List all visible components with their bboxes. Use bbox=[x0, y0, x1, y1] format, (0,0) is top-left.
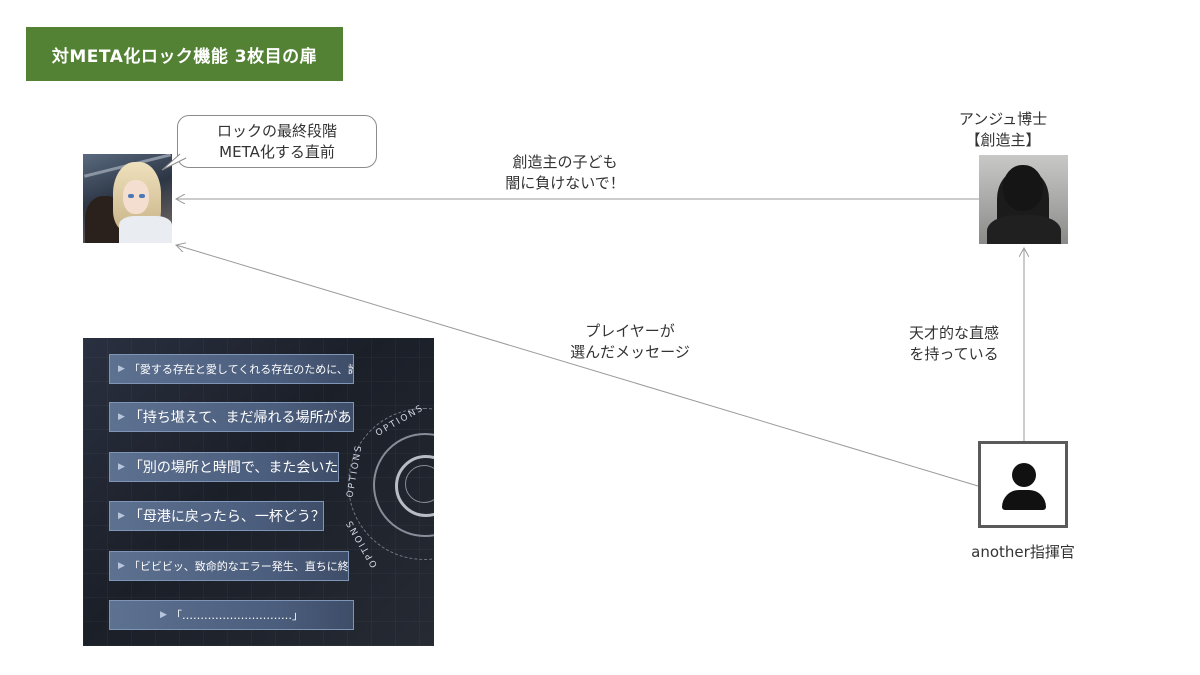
commander-node bbox=[978, 441, 1068, 528]
doctor-role: 【創造主】 bbox=[965, 131, 1041, 149]
option-label: 「持ち堪えて、まだ帰れる場所があるから」 bbox=[128, 410, 353, 426]
edge-label-line: 選んだメッセージ bbox=[570, 343, 690, 361]
bubble-line-2: META化する直前 bbox=[219, 142, 335, 161]
option-item[interactable]: ▶「…………………………」 bbox=[109, 600, 354, 630]
edge-label-line: 天才的な直感 bbox=[908, 324, 999, 342]
bubble-tail bbox=[161, 153, 187, 171]
option-item[interactable]: ▶「別の場所と時間で、また会いたい」 bbox=[109, 452, 339, 482]
doctor-portrait bbox=[979, 155, 1068, 244]
edge-label-doctor-heroine: 創造主の子ども 闇に負けないで！ bbox=[480, 152, 650, 194]
edge-label-line: 闇に負けないで！ bbox=[505, 174, 625, 192]
edge-label-line: を持っている bbox=[909, 345, 999, 363]
bubble-line-1: ロックの最終段階 bbox=[216, 121, 337, 140]
option-item[interactable]: ▶「母港に戻ったら、一杯どう？」 bbox=[109, 501, 324, 531]
speech-bubble: ロックの最終段階 META化する直前 bbox=[177, 115, 377, 168]
heroine-portrait bbox=[83, 154, 172, 243]
arrow-commander-to-heroine bbox=[176, 245, 979, 487]
option-label: 「…………………………」 bbox=[170, 609, 303, 622]
diagram-title: 対META化ロック機能 3枚目の扉 bbox=[26, 27, 343, 81]
edge-label-line: 創造主の子ども bbox=[512, 153, 618, 171]
option-label: 「母港に戻ったら、一杯どう？」 bbox=[128, 509, 324, 525]
commander-name: another指揮官 bbox=[971, 543, 1075, 561]
option-label: 「別の場所と時間で、また会いたい」 bbox=[128, 460, 339, 476]
edge-label-line: プレイヤーが bbox=[585, 322, 675, 340]
options-ring-core bbox=[405, 465, 434, 503]
doctor-label: アンジュ博士 【創造主】 bbox=[928, 109, 1078, 151]
edge-label-commander-heroine: プレイヤーが 選んだメッセージ bbox=[545, 321, 715, 363]
option-item[interactable]: ▶「ビビビッ、致命的なエラー発生、直ちに終了せよ」 bbox=[109, 551, 349, 581]
option-label: 「ビビビッ、致命的なエラー発生、直ちに終了せよ」 bbox=[128, 560, 349, 573]
options-screenshot: OPTIONS OPTIONS OPTIONS ▶「愛する存在と愛してくれる存在… bbox=[83, 338, 434, 646]
doctor-name: アンジュ博士 bbox=[958, 110, 1048, 128]
option-label: 「愛する存在と愛してくれる存在のために、諦めないで」 bbox=[128, 363, 353, 376]
edge-label-commander-doctor: 天才的な直感 を持っている bbox=[884, 323, 1024, 365]
option-item[interactable]: ▶「愛する存在と愛してくれる存在のために、諦めないで」 bbox=[109, 354, 354, 384]
option-item[interactable]: ▶「持ち堪えて、まだ帰れる場所があるから」 bbox=[109, 402, 354, 432]
